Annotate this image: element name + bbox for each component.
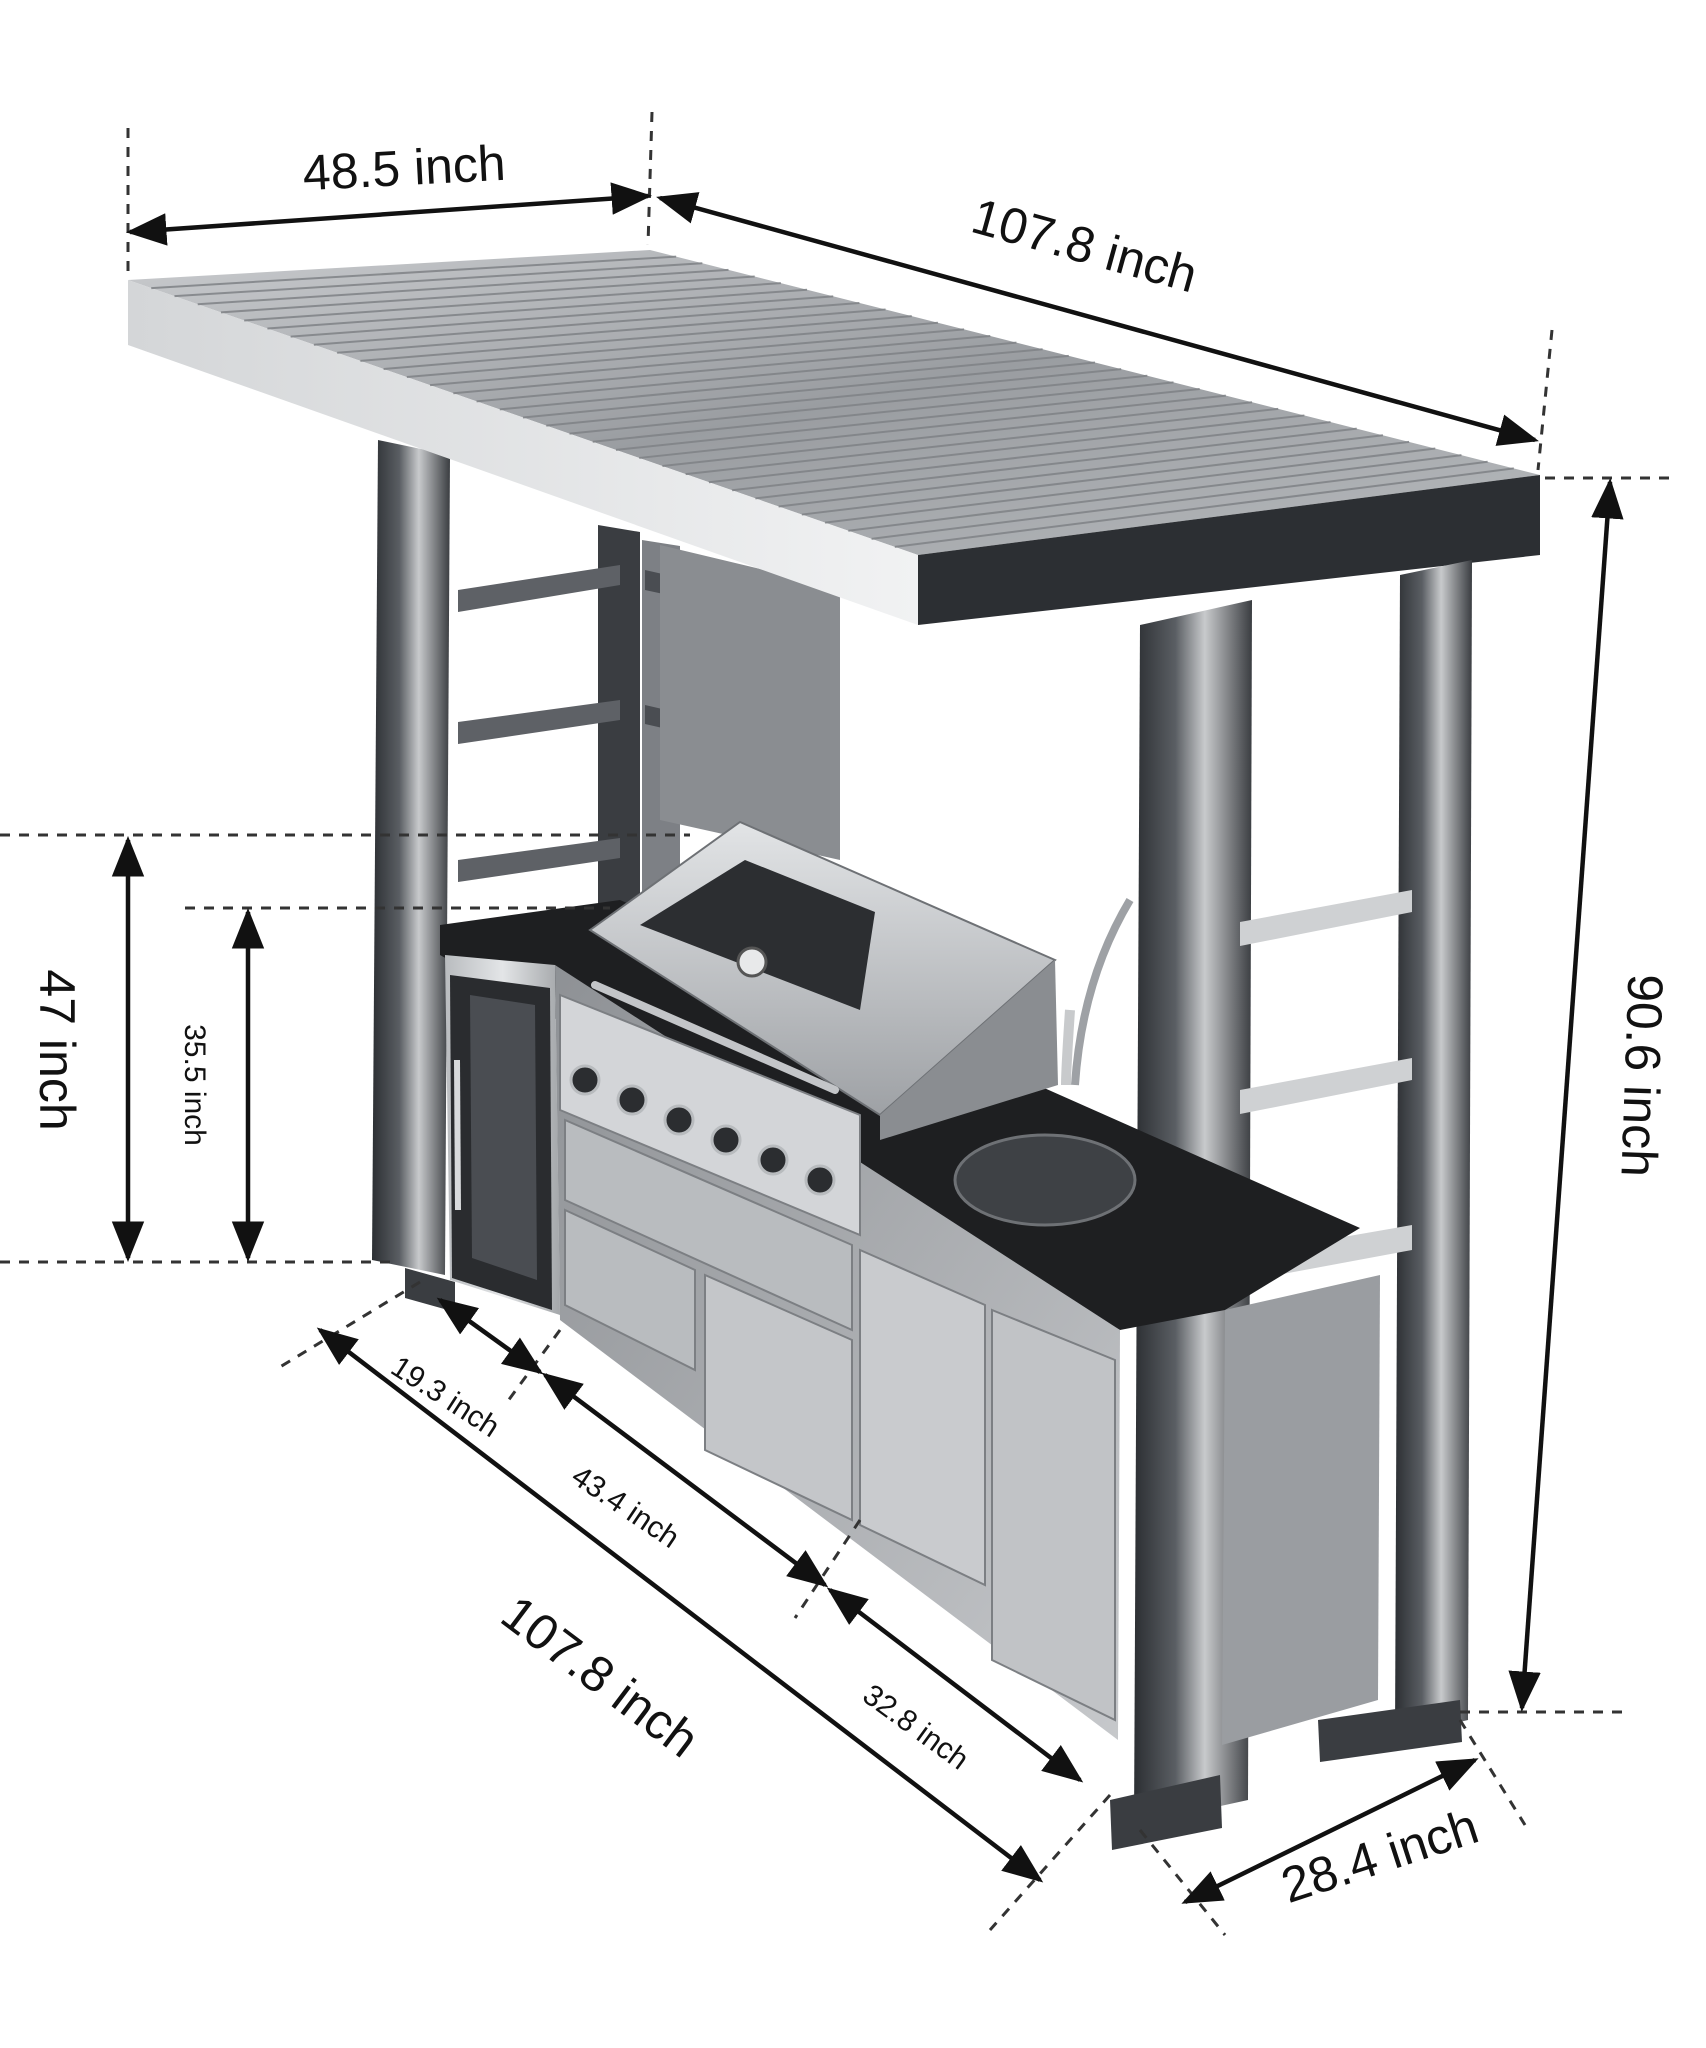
counter-height-label: 47 inch: [29, 969, 85, 1130]
roof-corrugation: [197, 268, 729, 306]
outdoor-kitchen-illustration: [128, 250, 1540, 1850]
depth-left-extension: [1138, 1829, 1227, 1936]
grill-knob: [569, 1064, 601, 1096]
roof-mid-extension: [646, 111, 654, 246]
sink: [953, 897, 1137, 1227]
base-right-extension: [988, 1794, 1112, 1931]
grill-knob: [710, 1124, 742, 1156]
segment-grill-arrow: [541, 1372, 829, 1588]
roof-corrugation: [848, 454, 1462, 532]
roof-length-label: 107.8 inch: [966, 188, 1203, 304]
cabinet-height-label: 35.5 inch: [178, 1024, 211, 1146]
grill-knob: [663, 1104, 695, 1136]
depth-right-extension: [1458, 1719, 1527, 1826]
back-panel: [660, 545, 840, 860]
roof-corrugation: [871, 460, 1488, 540]
total-height-label: 90.6 inch: [1610, 973, 1673, 1178]
roof-corrugation: [894, 467, 1514, 548]
roof-width-arrow: [125, 182, 653, 246]
grill: [559, 820, 1058, 1237]
roof: [128, 250, 1540, 625]
roof-length-arrow: [656, 192, 1539, 446]
segment-sink-label: 32.8 inch: [857, 1678, 975, 1776]
segment-sink-arrow: [826, 1587, 1084, 1783]
roof-corrugation: [824, 447, 1436, 524]
grill-knob: [616, 1084, 648, 1116]
roof-corrugation: [151, 255, 677, 290]
total-height-arrow: [1508, 477, 1624, 1713]
depth-label: 28.4 inch: [1275, 1798, 1485, 1914]
base-length-label: 107.8 inch: [491, 1585, 709, 1769]
segment-fridge-arrow: [436, 1297, 544, 1375]
base-left-extension: [274, 1280, 421, 1372]
roof-corrugation: [174, 262, 703, 298]
wine-fridge: [450, 975, 552, 1310]
segment-grill-label: 43.4 inch: [566, 1459, 685, 1554]
roof-right-extension: [1536, 329, 1554, 471]
roof-width-label: 48.5 inch: [301, 135, 507, 202]
grill-knob: [757, 1144, 789, 1176]
grill-knob: [804, 1164, 836, 1196]
roof-corrugation: [801, 440, 1410, 516]
base-length-arrow: [316, 1327, 1044, 1883]
segment-fridge-label: 19.3 inch: [385, 1350, 505, 1444]
depth-arrow: [1181, 1757, 1479, 1905]
roof-corrugation: [778, 434, 1384, 508]
